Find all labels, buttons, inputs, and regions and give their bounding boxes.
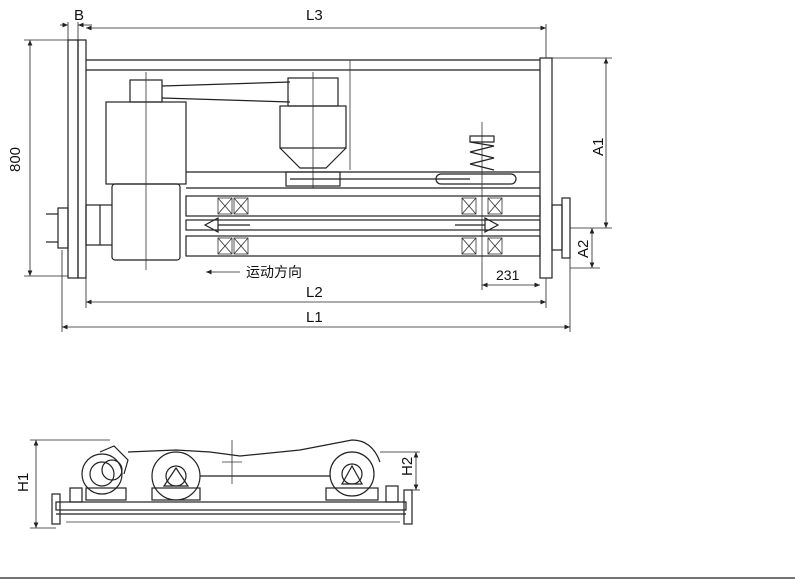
dim-b-label: B [74,7,84,24]
dim-800-label: 800 [7,147,24,172]
dim-h2-label: H2 [399,457,416,476]
belt-upper [161,81,291,87]
dim-a2-label: A2 [575,240,592,258]
side-view: H1 H2 [15,439,420,529]
right-end-plate [539,57,553,279]
spring-assembly [469,122,495,262]
right-flange-outer [561,197,571,259]
left-end-plate-inner [77,39,87,279]
top-view: 运动方向 B L3 800 A1 A2 231 L2 [7,7,612,332]
left-flange [57,207,69,249]
side-belt-top [127,439,381,463]
dim-l3-label: L3 [306,7,323,24]
belt-lower [161,97,291,103]
base-frame [55,501,407,511]
dim-a1-label: A1 [590,138,607,156]
connecting-rod [435,173,517,185]
dim-l1-label: L1 [306,309,323,326]
reducer [279,72,347,188]
left-end-plate [67,39,79,279]
side-middle-pulley [151,451,201,501]
side-motor-pulley [81,445,129,501]
dim-231-label: 231 [496,267,520,283]
dim-l2-label: L2 [306,284,323,301]
side-right-pulley [325,451,379,501]
dim-h1-label: H1 [15,473,32,492]
right-flange [551,204,563,251]
rails [185,195,541,257]
motion-direction-label: 运动方向 [246,265,302,281]
motor [85,72,187,270]
